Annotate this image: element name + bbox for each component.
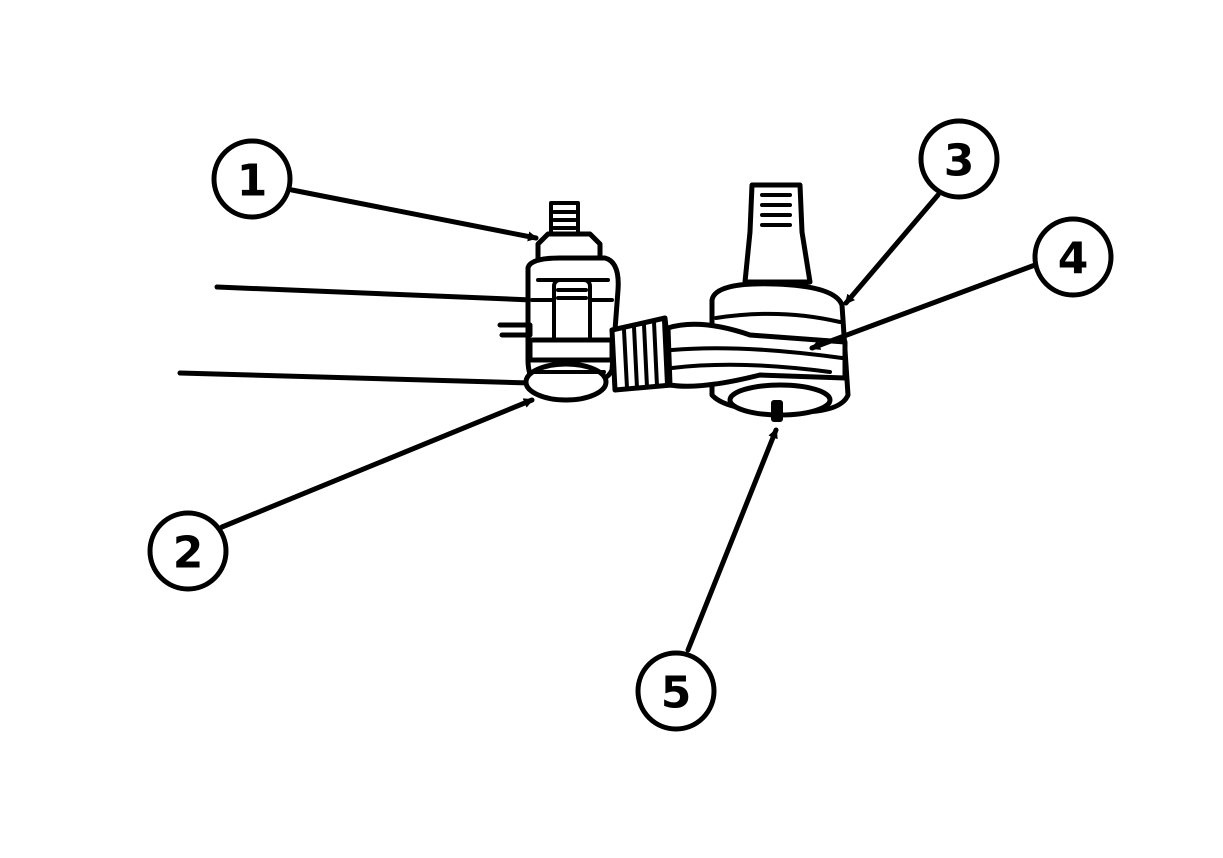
leader-4	[809, 262, 1038, 351]
leader-2	[219, 397, 535, 530]
callout-5-label: 5	[661, 668, 692, 719]
callout-1-label: 1	[237, 156, 268, 207]
tie-rod-end	[665, 182, 851, 422]
tie-rod-tubes	[177, 284, 535, 386]
leader-3	[843, 192, 941, 306]
threaded-sleeve	[609, 315, 675, 393]
callout-1: 1	[211, 138, 293, 220]
callout-2: 2	[147, 510, 229, 592]
callout-5: 5	[635, 650, 717, 732]
leader-5	[685, 427, 779, 653]
callout-3-label: 3	[944, 136, 975, 187]
callout-3: 3	[918, 118, 1000, 200]
leader-lines	[219, 187, 1038, 653]
callout-4-label: 4	[1058, 234, 1089, 285]
leader-1	[289, 187, 539, 242]
callout-4: 4	[1032, 216, 1114, 298]
callout-2-label: 2	[173, 528, 204, 579]
